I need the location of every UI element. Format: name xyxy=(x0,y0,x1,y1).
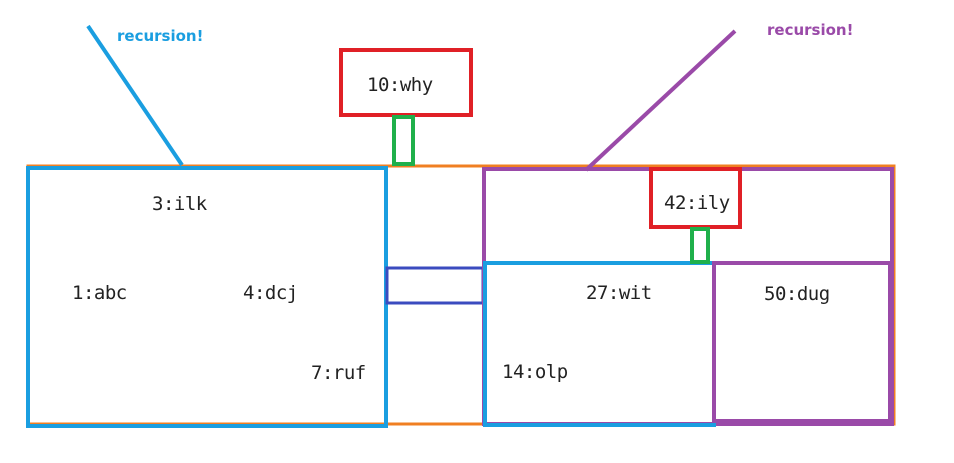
right-right-subtree-box xyxy=(712,261,892,423)
root-connector xyxy=(392,115,415,166)
node-right-left-root: 27:wit xyxy=(586,282,652,304)
node-left-subtree-root: 3:ilk xyxy=(152,193,207,215)
node-right-right-root: 50:dug xyxy=(764,283,830,305)
node-left-child-c: 7:ruf xyxy=(311,362,366,384)
right-root-connector xyxy=(690,227,710,264)
node-right-left-child: 14:olp xyxy=(502,361,568,383)
left-annotation-pointer xyxy=(86,24,184,167)
node-right-subtree-root: 42:ily xyxy=(664,192,730,214)
node-left-child-a: 1:abc xyxy=(72,282,127,304)
middle-connector-box xyxy=(385,266,485,305)
left-recursion-note: recursion! xyxy=(117,27,204,45)
node-root: 10:why xyxy=(367,74,433,96)
right-recursion-note: recursion! xyxy=(767,21,854,39)
right-annotation-pointer xyxy=(584,29,737,172)
node-left-child-b: 4:dcj xyxy=(243,282,298,304)
